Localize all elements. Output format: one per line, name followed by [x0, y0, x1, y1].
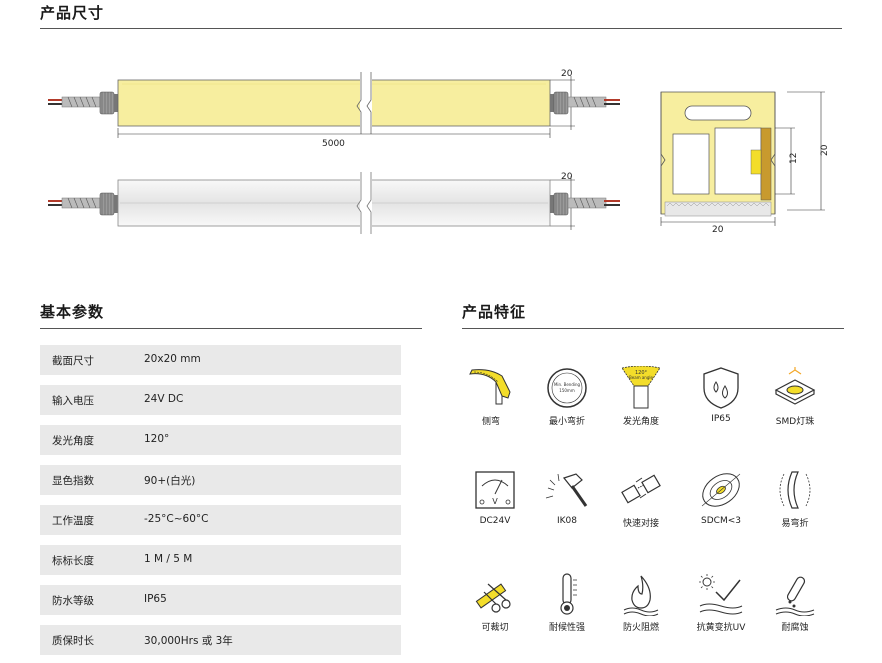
- param-value: -25°C~60°C: [144, 513, 209, 525]
- feature-caption: SDCM<3: [701, 516, 741, 526]
- section-title-params: 基本参数: [40, 303, 105, 321]
- feature-caption: 抗黄变抗UV: [696, 623, 746, 633]
- min-bending-icon: Min. Bending 150mm: [547, 368, 587, 408]
- side-bend-icon: [469, 369, 511, 405]
- dim-cross-width: 20: [712, 225, 724, 234]
- feature-dc24v: V DC24V: [460, 468, 530, 526]
- param-label: 防水等级: [52, 595, 94, 607]
- param-value: 30,000Hrs 或 3年: [144, 635, 233, 647]
- voltmeter-icon: V: [475, 471, 515, 509]
- svg-text:120°: 120°: [635, 370, 648, 376]
- feature-min-bending: Min. Bending 150mm 最小弯折: [532, 366, 602, 427]
- param-label: 标标长度: [52, 555, 94, 567]
- feature-caption: SMD灯珠: [775, 417, 815, 427]
- dim-inner-height: 12: [789, 153, 799, 164]
- feature-smd: SMD灯珠: [760, 366, 830, 427]
- feature-corrosion: 耐腐蚀: [760, 572, 830, 633]
- param-value: IP65: [144, 593, 167, 605]
- param-row: 显色指数 90+(白光): [40, 465, 401, 495]
- param-label: 显色指数: [52, 475, 94, 487]
- param-label: 发光角度: [52, 435, 94, 447]
- hammer-impact-icon: [545, 473, 588, 507]
- param-label: 质保时长: [52, 635, 94, 647]
- dim-width-top: 20: [561, 69, 573, 79]
- flame-retardant-icon: [623, 575, 659, 616]
- section-title-features: 产品特征: [462, 303, 527, 321]
- feature-sdcm: SDCM<3: [686, 468, 756, 526]
- param-value: 20x20 mm: [144, 353, 201, 365]
- param-label: 工作温度: [52, 515, 94, 527]
- svg-text:150mm: 150mm: [559, 388, 575, 393]
- feature-caption: 最小弯折: [548, 417, 585, 427]
- color-consistency-icon: [701, 473, 741, 507]
- svg-text:Beam angle: Beam angle: [629, 375, 653, 380]
- feature-caption: 快速对接: [622, 519, 659, 529]
- param-value: 1 M / 5 M: [144, 553, 193, 565]
- smd-chip-icon: [774, 367, 816, 405]
- feature-caption: 防火阻燃: [622, 623, 659, 633]
- svg-text:V: V: [492, 497, 498, 506]
- easy-bend-icon: [779, 471, 811, 509]
- feature-quick-connect: 快速对接: [606, 468, 676, 529]
- strip-drawing-top: 20 5000: [48, 69, 620, 149]
- feature-caption: 发光角度: [622, 417, 659, 427]
- section-rule-features: [462, 328, 844, 329]
- feature-cuttable: 可裁切: [460, 572, 530, 633]
- param-row: 防水等级 IP65: [40, 585, 401, 615]
- feature-caption: IK08: [556, 516, 577, 526]
- anti-uv-icon: [699, 574, 743, 615]
- thermometer-icon: [560, 573, 577, 615]
- param-row: 发光角度 120°: [40, 425, 401, 455]
- feature-side-bend: 侧弯: [456, 366, 526, 427]
- param-row: 质保时长 30,000Hrs 或 3年: [40, 625, 401, 655]
- param-label: 截面尺寸: [52, 355, 94, 367]
- quick-connect-icon: [621, 474, 661, 504]
- cuttable-icon: [475, 583, 511, 613]
- param-row: 工作温度 -25°C~60°C: [40, 505, 401, 535]
- cross-section-drawing: 20 12 20: [660, 91, 830, 234]
- beam-angle-icon: 120° Beam angle: [621, 366, 661, 409]
- feature-caption: 耐候性强: [548, 623, 585, 633]
- param-value: 24V DC: [144, 393, 184, 405]
- dim-width-bottom: 20: [561, 172, 573, 182]
- param-row: 标标长度 1 M / 5 M: [40, 545, 401, 575]
- section-rule-size: [40, 28, 842, 29]
- param-row: 输入电压 24V DC: [40, 385, 401, 415]
- feature-caption: DC24V: [479, 516, 511, 526]
- section-title-size: 产品尺寸: [40, 4, 105, 22]
- corrosion-resistant-icon: [775, 576, 815, 616]
- feature-ik08: IK08: [532, 468, 602, 526]
- feature-beam-angle: 120° Beam angle 发光角度: [606, 366, 676, 427]
- dim-length: 5000: [322, 139, 345, 149]
- feature-caption: 侧弯: [481, 417, 500, 427]
- feature-flame: 防火阻燃: [606, 572, 676, 633]
- dim-cross-height: 20: [820, 144, 830, 156]
- feature-caption: 耐腐蚀: [781, 623, 809, 633]
- section-rule-params: [40, 328, 422, 329]
- feature-caption: 可裁切: [481, 623, 509, 633]
- feature-caption: IP65: [711, 414, 731, 424]
- feature-anti-uv: 抗黄变抗UV: [686, 572, 756, 633]
- feature-ip65: IP65: [686, 366, 756, 424]
- waterproof-shield-icon: [703, 367, 739, 409]
- feature-caption: 易弯折: [781, 519, 809, 529]
- feature-easy-bend: 易弯折: [760, 468, 830, 529]
- param-label: 输入电压: [52, 395, 94, 407]
- svg-text:Min. Bending: Min. Bending: [554, 382, 581, 387]
- param-value: 120°: [144, 433, 170, 445]
- param-value: 90+(白光): [144, 475, 196, 487]
- param-row: 截面尺寸 20x20 mm: [40, 345, 401, 375]
- strip-drawing-bottom: 20: [48, 172, 620, 234]
- feature-weather: 耐候性强: [532, 572, 602, 633]
